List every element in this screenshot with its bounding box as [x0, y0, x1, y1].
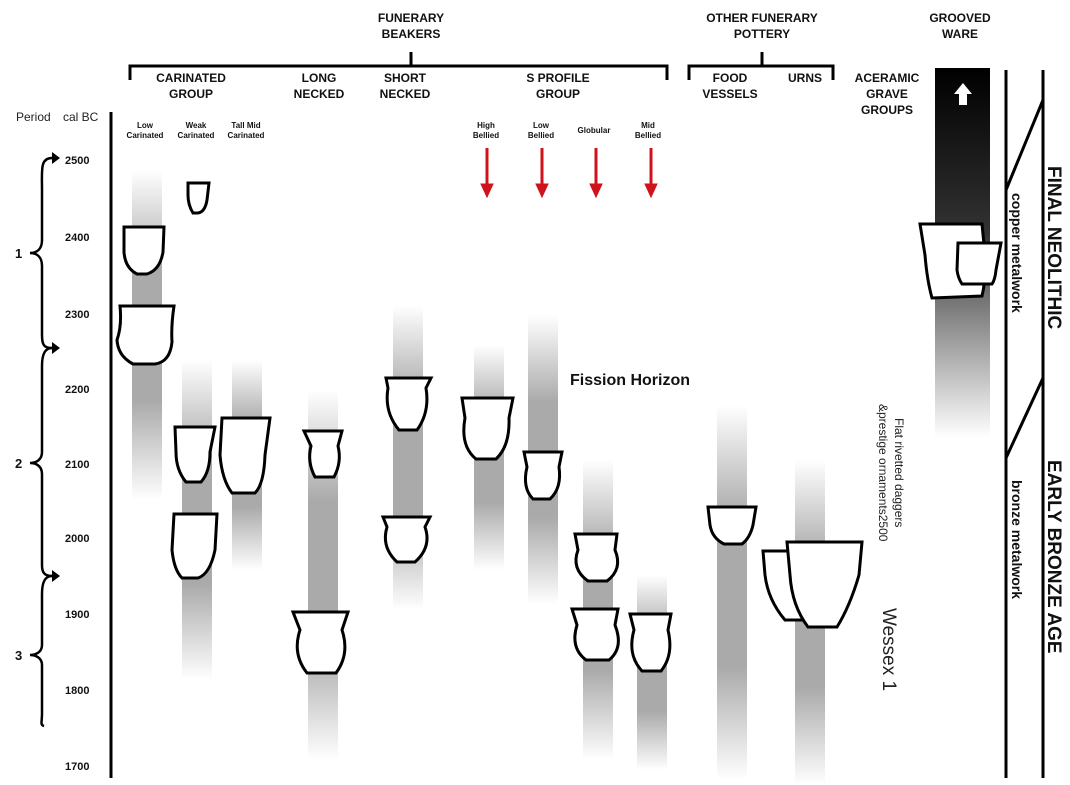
urns-label: URNS: [788, 71, 822, 85]
red-down-arrows: [480, 148, 658, 199]
flat-daggers-line2: &prestige ornaments2500: [876, 404, 890, 542]
pot-mid-bellied: [628, 612, 673, 673]
pot-food-vessel: [706, 505, 758, 546]
mid-bellied-line1: Mid: [641, 121, 655, 130]
food-vessels-line2: VESSELS: [702, 87, 757, 101]
s-profile-line1: S PROFILE: [526, 71, 589, 85]
period-3-label: 3: [15, 648, 22, 663]
globular-label: Globular: [578, 126, 611, 135]
tick-2000: 2000: [65, 533, 89, 545]
period-divider-middle: [1004, 377, 1045, 459]
funerary-beakers-header-line1: FUNERARY: [378, 11, 444, 25]
aceramic-line1: ACERAMIC: [855, 71, 920, 85]
tick-2300: 2300: [65, 309, 89, 321]
fission-horizon-label: Fission Horizon: [570, 372, 690, 389]
pot-grooved-ware-small: [955, 241, 1003, 286]
low-carinated-line1: Low: [137, 121, 154, 130]
low-bellied-line1: Low: [533, 121, 550, 130]
copper-metalwork-label: copper metalwork: [1009, 193, 1025, 313]
other-pottery-header-line2: POTTERY: [734, 27, 790, 41]
pot-urn-right: [785, 540, 864, 629]
red-arrowhead-mid-bellied: [644, 183, 658, 199]
aceramic-line2: GRAVE: [866, 87, 908, 101]
high-bellied-line2: Bellied: [473, 131, 499, 140]
pot-globular-lower: [569, 607, 620, 662]
high-bellied-line1: High: [477, 121, 495, 130]
other-pottery-header-line1: OTHER FUNERARY: [706, 11, 818, 25]
mid-bellied-line2: Bellied: [635, 131, 661, 140]
period-2-label: 2: [15, 456, 22, 471]
food-vessels-line1: FOOD: [713, 71, 748, 85]
brace-period-1: [29, 156, 53, 350]
tall-mid-carinated-line1: Tall Mid: [231, 121, 260, 130]
short-necked-line2: NECKED: [380, 87, 431, 101]
period-brace-arrows: [52, 152, 60, 582]
pot-outlines: [115, 181, 1003, 675]
pot-long-necked-upper: [301, 429, 344, 479]
pot-weak-carinated-lower: [170, 512, 219, 580]
wessex-label: Wessex 1: [878, 608, 899, 691]
pot-short-necked-lower: [380, 515, 433, 564]
band-short-necked: [393, 305, 423, 610]
brace-arrow-2500: [52, 152, 60, 164]
s-profile-line2: GROUP: [536, 87, 580, 101]
pot-tall-mid-carinated: [218, 416, 272, 495]
low-bellied-line2: Bellied: [528, 131, 554, 140]
period-braces: [29, 156, 53, 728]
pot-weak-carinated-upper: [173, 425, 217, 484]
grooved-ware-header-line2: WARE: [942, 27, 978, 41]
pot-low-bellied: [522, 450, 564, 501]
low-carinated-line2: Carinated: [127, 131, 164, 140]
tick-2100: 2100: [65, 459, 89, 471]
red-arrowhead-low-bellied: [535, 183, 549, 199]
pot-short-necked-upper: [384, 376, 434, 432]
weak-carinated-line2: Carinated: [178, 131, 215, 140]
weak-carinated-line1: Weak: [186, 121, 207, 130]
tick-1700: 1700: [65, 761, 89, 773]
brace-period-2: [29, 346, 53, 578]
short-necked-line1: SHORT: [384, 71, 427, 85]
cal-bc-label: cal BC: [63, 110, 99, 124]
red-arrowhead-globular: [589, 183, 603, 199]
tick-1800: 1800: [65, 685, 89, 697]
tick-1900: 1900: [65, 609, 89, 621]
up-arrow-icon: [954, 83, 972, 105]
brace-arrow-2250: [52, 342, 60, 354]
flat-daggers-line1: Flat rivetted daggers: [892, 418, 906, 527]
bronze-metalwork-label: bronze metalwork: [1009, 480, 1025, 599]
carinated-group-line2: GROUP: [169, 87, 213, 101]
tall-mid-carinated-line2: Carinated: [228, 131, 265, 140]
pot-long-necked-lower: [290, 610, 351, 675]
pot-weak-carinated-small: [186, 181, 211, 215]
long-necked-line2: NECKED: [294, 87, 345, 101]
period-1-label: 1: [15, 246, 22, 261]
funerary-beakers-header-line2: BEAKERS: [382, 27, 441, 41]
period-divider-top: [1004, 99, 1045, 191]
grooved-ware-header-line1: GROOVED: [929, 11, 991, 25]
period-label: Period: [16, 110, 51, 124]
funerary-beakers-bracket: [128, 64, 669, 80]
long-necked-line1: LONG: [302, 71, 337, 85]
tick-2200: 2200: [65, 384, 89, 396]
aceramic-line3: GROUPS: [861, 103, 913, 117]
band-food-vessels: [717, 405, 747, 780]
tick-2400: 2400: [65, 232, 89, 244]
tick-2500: 2500: [65, 155, 89, 167]
red-arrowhead-high-bellied: [480, 183, 494, 199]
pot-low-carinated-lower: [115, 304, 176, 366]
pot-high-bellied: [460, 396, 515, 461]
early-bronze-age-label: EARLY BRONZE AGE: [1043, 460, 1064, 654]
pot-low-carinated-upper: [122, 225, 166, 276]
pot-globular-upper: [573, 532, 620, 583]
carinated-group-line1: CARINATED: [156, 71, 226, 85]
time-axis-ticks: 2500 2400 2300 2200 2100 2000 1900 1800 …: [65, 155, 89, 773]
brace-arrow-1950: [52, 570, 60, 582]
final-neolithic-label: FINAL NEOLITHIC: [1043, 166, 1064, 330]
brace-period-3: [29, 574, 53, 728]
